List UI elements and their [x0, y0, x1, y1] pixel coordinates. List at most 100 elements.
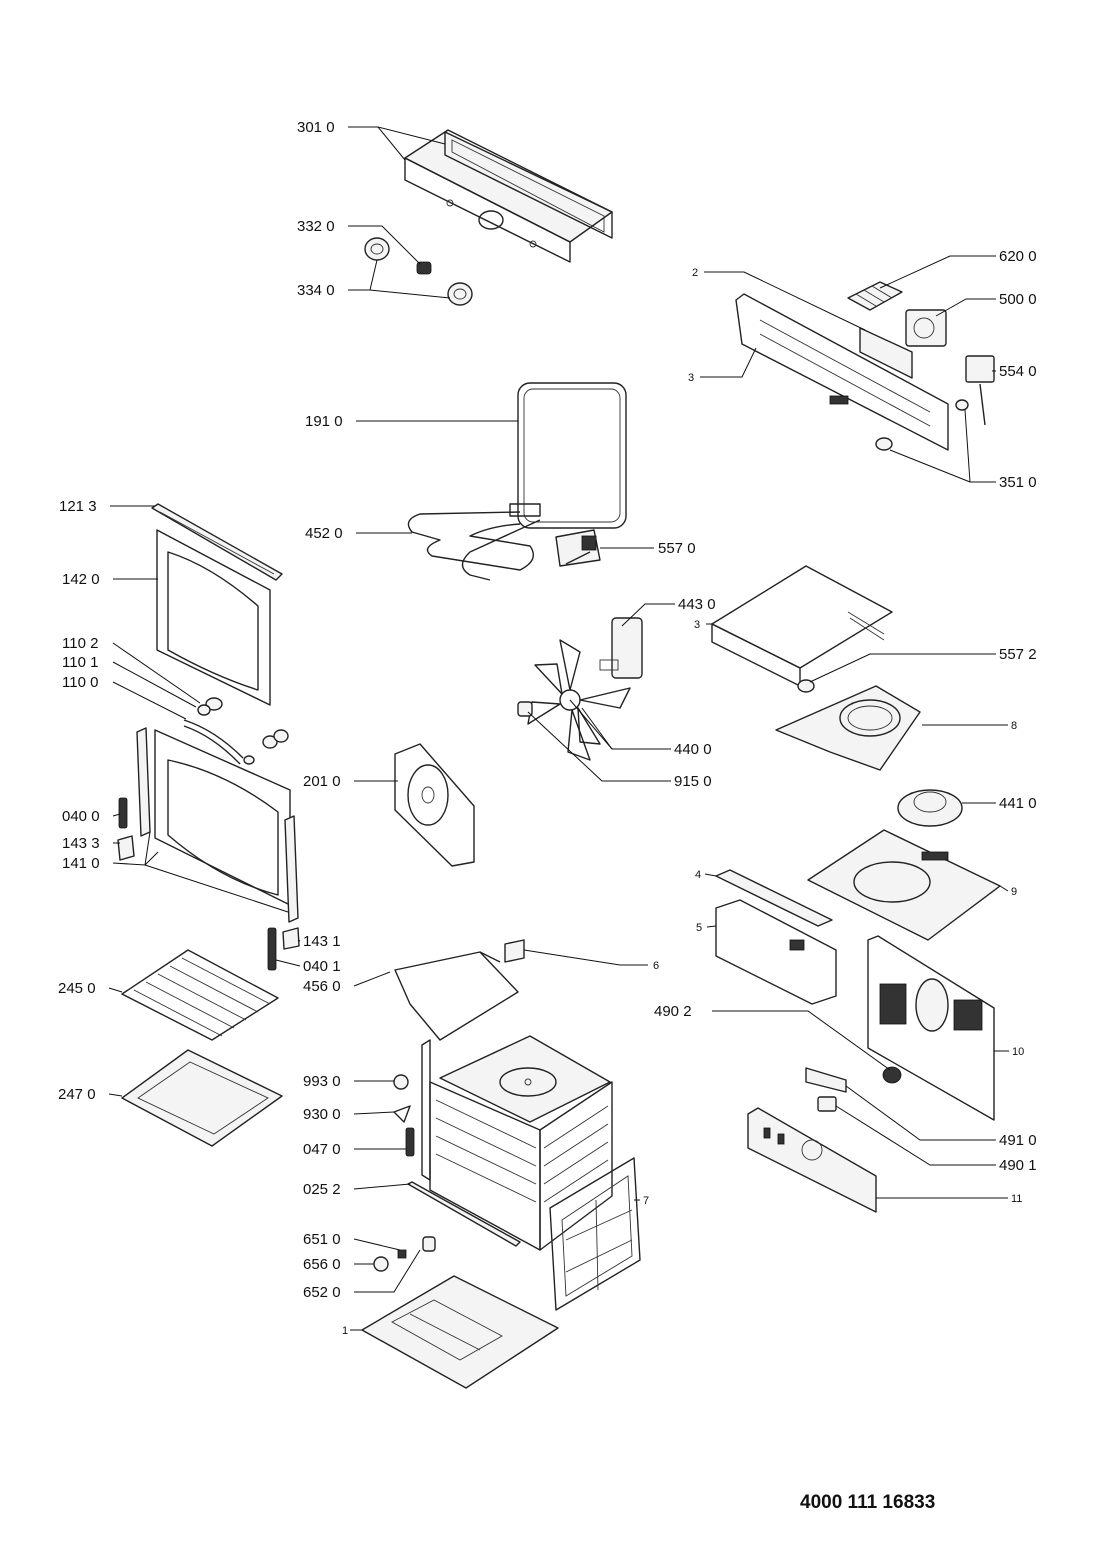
part-fan-blade-440-0 [527, 639, 631, 761]
callout-456-0: 456 0 [303, 978, 341, 995]
part-knob-490-2 [882, 1066, 902, 1084]
part-fan-motor-443-0 [599, 617, 643, 679]
part-lamp-993-0 [393, 1074, 409, 1090]
part-cooling-fan-441-0 [897, 789, 963, 827]
part-rear-panel-10 [867, 935, 995, 1121]
part-lower-element-456-0 [394, 951, 519, 1041]
callout-452-0: 452 0 [305, 525, 343, 542]
part-door-gasket-191-0 [517, 382, 627, 529]
callout-490-1: 490 1 [999, 1157, 1037, 1174]
part-control-fascia-301-0 [404, 129, 613, 263]
callout-142-0: 142 0 [62, 571, 100, 588]
part-indicator-351-0 [875, 399, 969, 451]
part-timer-500-0 [905, 309, 947, 347]
callout-652-0: 652 0 [303, 1284, 341, 1301]
part-base-panel-1 [361, 1275, 559, 1389]
part-clip-490-1 [817, 1096, 837, 1112]
callout-3-cover: 3 [694, 619, 700, 631]
part-hinge-clip-143-3 [117, 835, 135, 861]
callout-040-0: 040 0 [62, 808, 100, 825]
part-control-board-11 [747, 1107, 877, 1213]
callout-040-1: 040 1 [303, 958, 341, 975]
part-baking-tray-247-0 [121, 1049, 283, 1147]
part-knob-spindle-332-0 [416, 261, 432, 275]
callout-500-0: 500 0 [999, 291, 1037, 308]
callout-334-0: 334 0 [297, 282, 335, 299]
callout-651-0: 651 0 [303, 1231, 341, 1248]
callout-332-0: 332 0 [297, 218, 335, 235]
part-switch-651-0 [397, 1249, 407, 1259]
part-terminal-block-620-0 [847, 281, 903, 311]
part-front-frame-7 [549, 1157, 641, 1311]
callout-8: 8 [1011, 720, 1017, 732]
callout-557-0: 557 0 [658, 540, 696, 557]
callout-4: 4 [695, 869, 701, 881]
callout-301-0: 301 0 [297, 119, 335, 136]
part-control-bracket-3 [735, 293, 949, 451]
callout-245-0: 245 0 [58, 980, 96, 997]
part-thermostat-557-0 [555, 529, 601, 567]
part-back-plate-9 [807, 829, 1001, 941]
part-clip-930-0 [393, 1105, 411, 1123]
callout-5: 5 [696, 922, 702, 934]
part-fan-housing-8 [775, 685, 921, 771]
callout-1: 1 [342, 1325, 348, 1337]
callout-554-0: 554 0 [999, 363, 1037, 380]
callout-491-0: 491 0 [999, 1132, 1037, 1149]
part-wire-rack-245-0 [121, 949, 279, 1041]
callout-247-0: 247 0 [58, 1086, 96, 1103]
callout-3-panel: 3 [688, 372, 694, 384]
part-knobs-334-0 [364, 237, 473, 306]
part-rail-4 [715, 869, 833, 927]
part-knob-656-0 [373, 1256, 389, 1272]
callout-143-1: 143 1 [303, 933, 341, 950]
part-switch-554-0 [965, 355, 995, 426]
part-thermostat-557-2 [797, 679, 815, 693]
part-hinge-040-0 [118, 797, 128, 829]
callout-191-0: 191 0 [305, 413, 343, 430]
callout-443-0: 443 0 [678, 596, 716, 613]
callout-141-0: 141 0 [62, 855, 100, 872]
part-inner-door-141-0 [136, 727, 299, 923]
document-number: 4000 111 16833 [800, 1492, 936, 1513]
callout-labels: 301 0 332 0 334 0 191 0 452 0 557 0 121 … [58, 119, 1037, 1337]
callout-025-2: 025 2 [303, 1181, 341, 1198]
part-door-trim-121-3 [151, 503, 283, 581]
part-hinge-bracket-110 [183, 697, 289, 765]
callout-351-0: 351 0 [999, 474, 1037, 491]
part-hinge-040-1 [267, 927, 277, 971]
part-seal-strip-025-2 [407, 1181, 521, 1247]
callout-047-0: 047 0 [303, 1141, 341, 1158]
callout-557-2: 557 2 [999, 646, 1037, 663]
callout-201-0: 201 0 [303, 773, 341, 790]
part-grill-element-452-0 [407, 503, 541, 581]
part-top-cover-3 [711, 565, 893, 687]
callout-656-0: 656 0 [303, 1256, 341, 1273]
callout-441-0: 441 0 [999, 795, 1037, 812]
callout-620-0: 620 0 [999, 248, 1037, 265]
callout-6: 6 [653, 960, 659, 972]
part-hinge-clip-143-1 [282, 927, 300, 950]
leader-lines [108, 126, 1009, 1331]
callout-490-2: 490 2 [654, 1003, 692, 1020]
callout-11: 11 [1011, 1193, 1022, 1205]
callout-993-0: 993 0 [303, 1073, 341, 1090]
callout-7: 7 [643, 1195, 649, 1207]
part-rear-cover-201-0 [394, 743, 475, 867]
part-door-glass-142-0 [156, 529, 271, 706]
part-bracket-6 [504, 939, 525, 963]
callout-10: 10 [1012, 1046, 1024, 1058]
part-switch-047-0 [405, 1127, 415, 1157]
callout-110-1: 110 1 [62, 654, 98, 671]
part-side-bracket-5 [715, 899, 837, 1005]
callout-121-3: 121 3 [59, 498, 97, 515]
callout-915-0: 915 0 [674, 773, 712, 790]
callout-143-3: 143 3 [62, 835, 100, 852]
part-switch-bracket-491-0 [805, 1067, 847, 1093]
callout-110-2: 110 2 [62, 635, 98, 652]
callout-930-0: 930 0 [303, 1106, 341, 1123]
callout-2: 2 [692, 267, 698, 279]
callout-440-0: 440 0 [674, 741, 712, 758]
callout-9: 9 [1011, 886, 1017, 898]
